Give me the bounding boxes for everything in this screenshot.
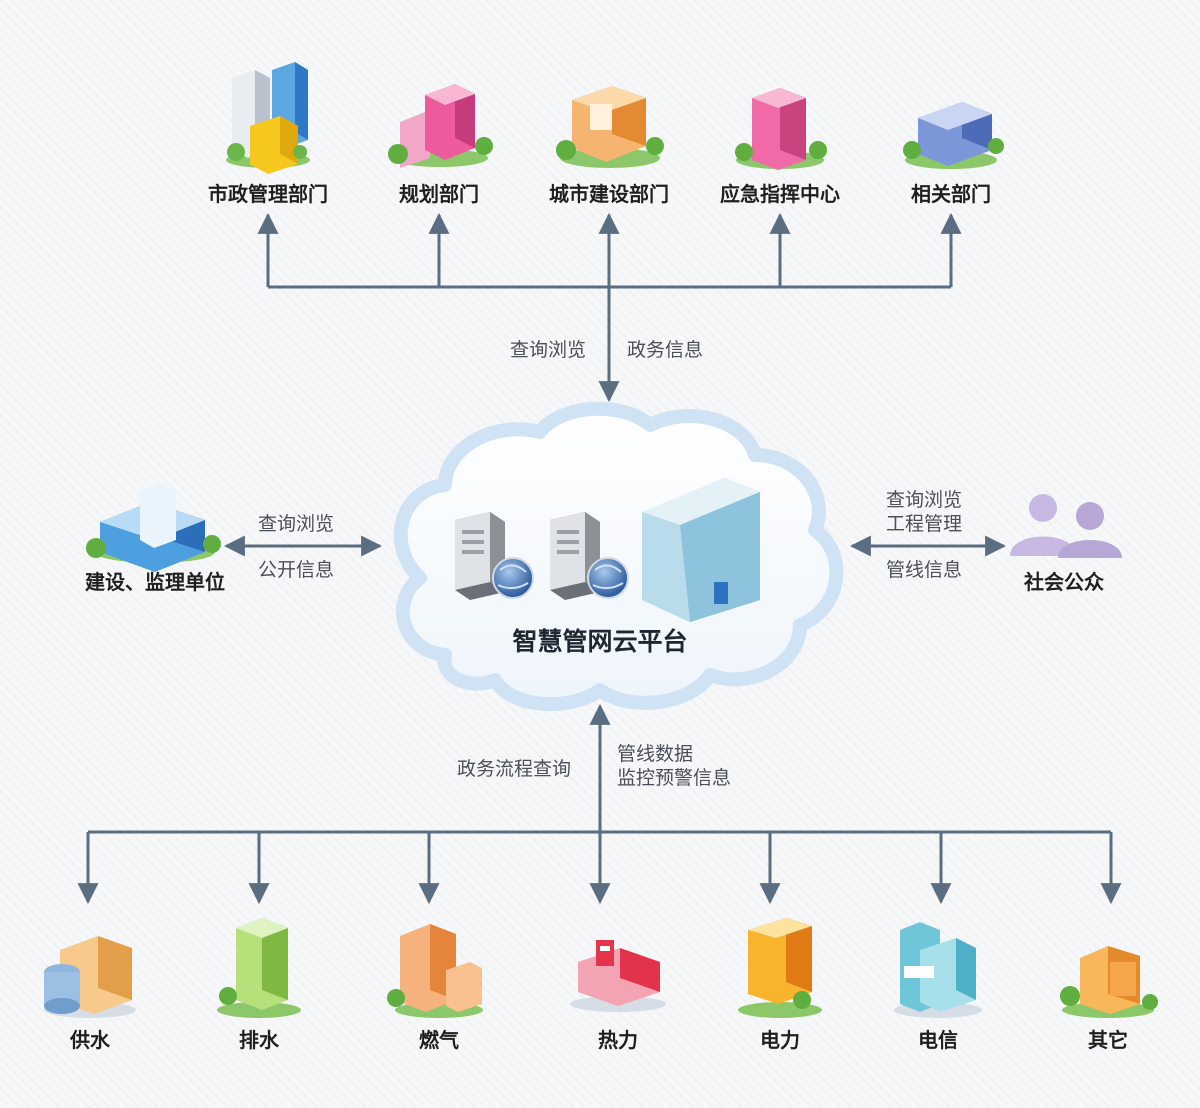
platform-title: 智慧管网云平台 [512,627,688,656]
power-building-icon [738,918,822,1018]
orange-building-icon [556,86,664,168]
office-towers-icon [226,62,310,174]
edge-label-bottom-left: 政务流程查询 [457,758,572,780]
node-label: 规划部门 [399,182,479,206]
other-building-icon [1060,946,1158,1018]
pink-tower-icon [735,88,827,170]
top-connectors [257,212,962,403]
edge-label-bottom-right: 管线数据 监控预警信息 [617,742,731,790]
edge-label-top-right: 政务信息 [627,339,704,361]
node-label: 社会公众 [1024,570,1104,594]
server-tower-1-icon [455,512,534,600]
node-label: 供水 [70,1028,110,1052]
node-label: 电力 [760,1028,800,1052]
node-label: 其它 [1088,1028,1128,1052]
blue-office-icon [903,102,1004,169]
edge-label-right-top: 查询浏览 工程管理 [886,488,962,536]
green-building-icon [217,918,301,1018]
edge-label-line: 监控预警信息 [617,767,732,789]
node-label: 城市建设部门 [549,182,669,206]
people-icon [1010,494,1122,558]
gas-building-icon [387,924,483,1018]
edge-label-line: 工程管理 [886,513,963,535]
edge-label-top-left: 查询浏览 [510,339,587,361]
node-label: 电信 [918,1028,958,1052]
server-tower-2-icon [550,512,629,600]
edge-label-left-bottom: 公开信息 [258,559,335,581]
edge-label-right-bottom: 管线信息 [886,559,963,581]
blue-complex-icon [86,484,221,572]
node-label: 建设、监理单位 [85,570,225,594]
data-center-building-icon [642,478,760,622]
edge-label-left-top: 查询浏览 [258,513,335,535]
node-label: 排水 [239,1028,279,1052]
heat-factory-icon [570,940,666,1012]
edge-label-line: 查询浏览 [886,489,963,511]
node-label: 热力 [598,1028,638,1052]
water-plant-icon [44,936,136,1018]
telecom-building-icon [894,922,982,1018]
node-label: 市政管理部门 [208,182,328,206]
bottom-connectors [77,703,1122,905]
node-label: 燃气 [419,1028,459,1052]
node-label: 应急指挥中心 [720,182,840,206]
pink-building-icon [388,84,493,168]
edge-label-line: 管线数据 [617,743,694,765]
node-label: 相关部门 [911,182,991,206]
